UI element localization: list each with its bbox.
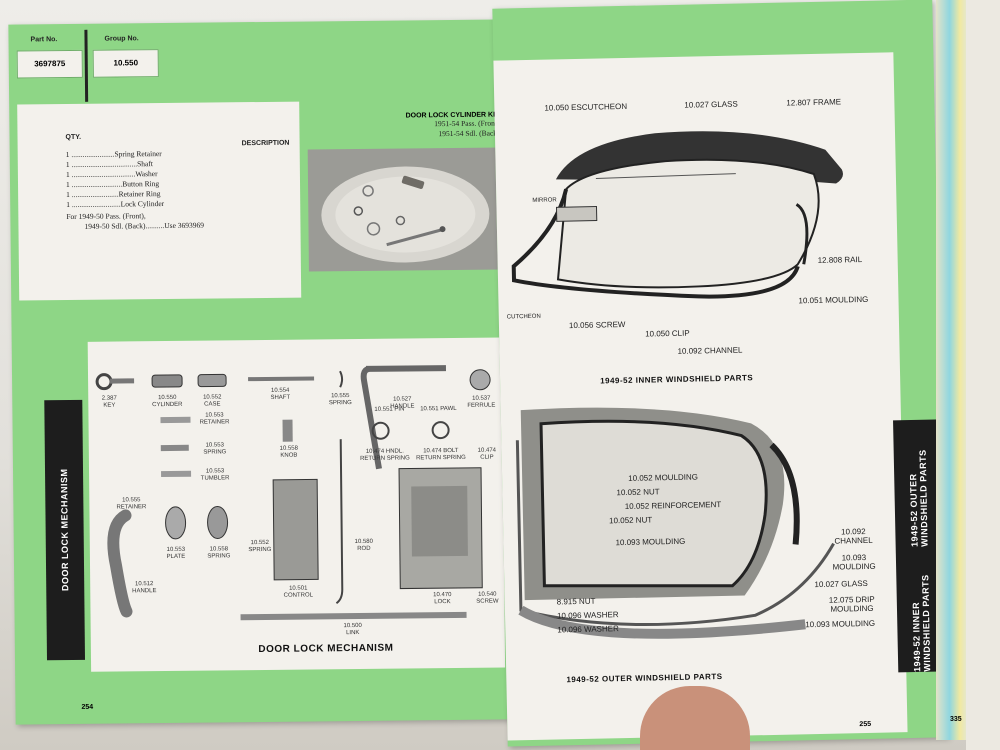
label-moulding-1: 10.052 MOULDING (628, 472, 699, 483)
label-moulding: 10.051 MOULDING (798, 294, 869, 306)
kit-line-2: 1951-54 Sdl. (Back) (438, 128, 500, 139)
label-escutcheon-2: CUTCHEON (506, 313, 541, 321)
label-escutcheon: 10.050 ESCUTCHEON (544, 101, 628, 113)
page-edges (936, 0, 970, 740)
outer-windshield-drawing (515, 407, 835, 639)
part-no-value: 3697875 (16, 49, 83, 79)
door-lock-caption: DOOR LOCK MECHANISM (258, 642, 394, 656)
label-glass: 10.027 GLASS (684, 99, 738, 110)
label-channel: 10.092 CHANNEL (677, 345, 743, 356)
label-channel-2: 10.092 CHANNEL (834, 526, 873, 546)
label-frame: 12.807 FRAME (786, 97, 842, 108)
label-screw: 10.056 SCREW (568, 319, 626, 331)
kit-photo (307, 147, 503, 272)
label-moulding-3: 10.093 MOULDING (832, 552, 876, 572)
group-no-value: 10.550 (92, 49, 159, 78)
label-mirror: MIRROR (532, 197, 557, 204)
part-no-label: Part No. (30, 36, 58, 44)
label-washer-1: 10.096 WASHER (556, 610, 619, 621)
right-page: 10.050 ESCUTCHEON 10.027 GLASS 12.807 FR… (492, 0, 948, 747)
kit-photo-image (321, 166, 490, 263)
door-lock-diagram-drawing (95, 365, 491, 621)
inner-windshield-drawing (511, 131, 843, 299)
side-tab-door-lock: DOOR LOCK MECHANISM (44, 399, 86, 661)
label-glass-2: 10.027 GLASS (814, 578, 868, 590)
left-page-number: 254 (81, 703, 94, 711)
parts-list: 1 .......................Spring Retainer… (66, 149, 204, 232)
parts-list-item: 1 ..........................Lock Cylinde… (66, 199, 165, 210)
description-label: DESCRIPTION (241, 139, 290, 148)
kit-heading: DOOR LOCK CYLINDER KIT 1951-54 Pass. (Fr… (349, 112, 500, 141)
label-pawl: 10.551 PAWL (420, 405, 457, 413)
label-nut-1: 10.052 NUT (616, 487, 660, 498)
note-line-2: 1949-50 Sdl. (Back)..........Use 3693969 (84, 220, 205, 231)
label-moulding-4: 10.093 MOULDING (805, 618, 876, 630)
label-drip-moulding: 12.075 DRIP MOULDING (828, 594, 875, 614)
label-nut-2: 10.052 NUT (608, 515, 653, 526)
side-tab-line-1: 1949-52 INNER WINDSHIELD PARTS (910, 574, 933, 673)
next-page (966, 0, 1000, 750)
left-page: Part No. Group No. 3697875 10.550 QTY. D… (8, 19, 516, 725)
label-pin: 10.551 PIN (374, 406, 405, 413)
windshield-panel: 10.050 ESCUTCHEON 10.027 GLASS 12.807 FR… (493, 52, 908, 741)
parts-list-panel: QTY. DESCRIPTION 1 .....................… (17, 101, 302, 301)
right-page-number: 255 (859, 720, 872, 729)
group-no-label: Group No. (104, 35, 139, 43)
label-clip: 10.050 CLIP (645, 328, 690, 339)
side-tab-line-2: 1949-52 OUTER WINDSHIELD PARTS (908, 449, 930, 548)
qty-label: QTY. (65, 133, 82, 142)
next-page-number: 335 (950, 716, 962, 723)
label-washer-2: 10.096 WASHER (557, 624, 619, 635)
label-rail: 12.808 RAIL (817, 254, 863, 265)
label-hndl-spring: 10.474 HNDL.RETURN SPRING (360, 448, 410, 462)
label-nut-3: 8.915 NUT (556, 596, 596, 607)
label-moulding-2: 10.093 MOULDING (615, 536, 686, 548)
thumb (640, 686, 750, 750)
